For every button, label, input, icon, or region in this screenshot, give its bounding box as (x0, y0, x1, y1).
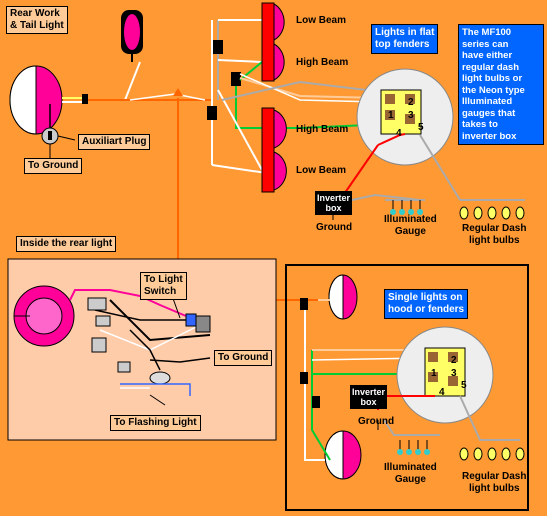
label-regular-dash-2: Regular Dash light bulbs (462, 471, 527, 494)
hood-lamp-bottom (324, 430, 362, 480)
label-illuminated-gauge-2: Illuminated Gauge (384, 462, 437, 485)
regular-dash-bulbs-1 (459, 206, 525, 220)
label-inside-rear-light: Inside the rear light (16, 236, 117, 252)
switch2-terminal-2: 2 (451, 355, 457, 366)
label-high-beam-1: High Beam (296, 57, 349, 68)
connector-4 (231, 72, 241, 86)
inset-switch-plug (185, 313, 211, 333)
label-aux-plug: Auxiliart Plug (78, 134, 151, 150)
label-to-ground-inset: To Ground (214, 350, 273, 366)
label-illuminated-gauge-1: Illuminated Gauge (384, 214, 437, 237)
switch2-terminal-5: 5 (461, 380, 467, 391)
switch1-terminal-4: 4 (396, 128, 402, 139)
hood-lamp-top (328, 274, 358, 320)
hood-section-box (285, 264, 529, 511)
switch1-terminal-5: 5 (418, 122, 424, 133)
connector-7 (312, 396, 320, 408)
label-mf100-note: The MF100 series can have either regular… (458, 24, 544, 145)
label-ground-1: Ground (316, 222, 353, 233)
rear-work-light (9, 65, 63, 135)
label-high-beam-2: High Beam (296, 124, 349, 135)
inverter-box-1: Inverter box (315, 191, 353, 215)
illuminated-gauges-1 (385, 199, 425, 215)
switch1-terminal-2: 2 (408, 97, 414, 108)
label-to-ground-top: To Ground (24, 158, 83, 174)
switch2-terminal-3: 3 (451, 368, 457, 379)
connector-5 (300, 298, 308, 310)
label-to-flashing-light: To Flashing Light (110, 415, 201, 431)
connector-2 (213, 40, 223, 54)
light-switch-bottom (396, 326, 494, 424)
switch2-terminal-1: 1 (431, 368, 437, 379)
label-rear-work-light: Rear Work & Tail Light (6, 6, 68, 34)
connector-6 (300, 372, 308, 384)
switch1-terminal-1: 1 (388, 110, 394, 121)
label-ground-2: Ground (358, 416, 395, 427)
inverter-box-2: Inverter box (350, 385, 388, 409)
label-to-light-switch: To Light Switch (140, 272, 187, 300)
connector-1 (82, 94, 88, 104)
label-low-beam-2: Low Beam (296, 165, 347, 176)
inset-sockets (87, 297, 171, 385)
tail-light (121, 10, 143, 62)
regular-dash-bulbs-2 (459, 447, 525, 461)
label-single-lights: Single lights on hood or fenders (384, 289, 469, 319)
fender-lamps-top (261, 2, 287, 193)
inset-lamp (13, 285, 75, 347)
auxiliary-plug (41, 104, 76, 158)
illuminated-gauges-2 (397, 440, 430, 455)
label-lights-flat-top: Lights in flat top fenders (371, 24, 439, 54)
switch1-terminal-3: 3 (408, 110, 414, 121)
switch2-terminal-4: 4 (439, 387, 445, 398)
connector-3 (207, 106, 217, 120)
light-switch-top (356, 68, 454, 166)
label-regular-dash-1: Regular Dash light bulbs (462, 223, 527, 246)
label-low-beam-1: Low Beam (296, 15, 347, 26)
